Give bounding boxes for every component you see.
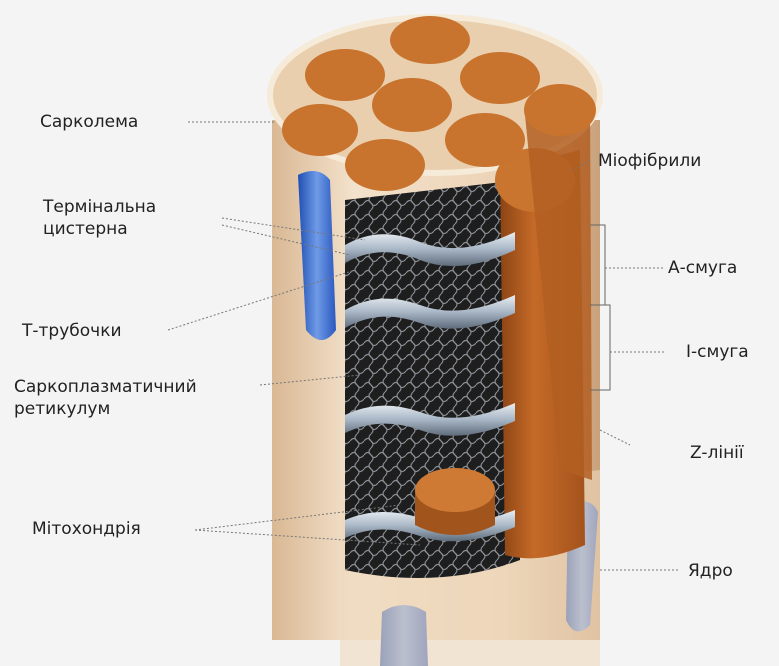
label-nucleus: Ядро: [688, 560, 733, 582]
mitochondrion: [415, 468, 495, 535]
label-myofibrils: Міофібрили: [598, 150, 701, 172]
label-t-tubules: Т-трубочки: [22, 320, 122, 342]
label-sarcoplasmic-reticulum: Саркоплазматичний ретикулум: [14, 376, 197, 420]
label-terminal-cistern: Термінальна цистерна: [43, 196, 156, 240]
label-sarcolemma: Сарколема: [40, 111, 138, 133]
label-z-lines: Z-лінії: [690, 442, 744, 464]
label-mitochondria: Мітохондрія: [32, 518, 141, 540]
label-a-band: А-смуга: [668, 257, 737, 279]
label-i-band: І-смуга: [686, 341, 749, 363]
